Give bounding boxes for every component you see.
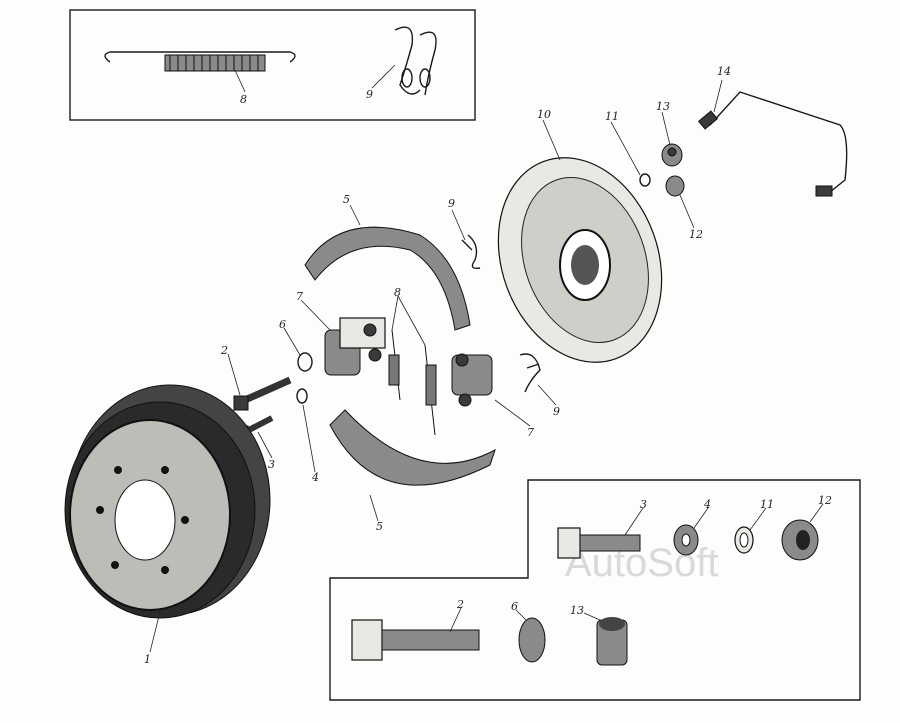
- wheel-cylinder-left-7: [324, 317, 386, 376]
- nut-13-top: [661, 143, 683, 167]
- label-washer-6: 6: [279, 318, 286, 331]
- label-detail-bolt-3: 3: [640, 498, 647, 511]
- leader-lines: [149, 64, 824, 653]
- washer-11: [639, 173, 651, 187]
- return-springs-8: [388, 329, 437, 436]
- detail-bolt-3: [557, 527, 641, 559]
- label-shoe-5-lower: 5: [376, 520, 383, 533]
- label-detail-nut-13: 13: [570, 604, 584, 617]
- brake-shoe-upper-5: [304, 226, 471, 331]
- bolt-2: [233, 376, 292, 411]
- label-detail-nut-12: 12: [818, 494, 832, 507]
- detail-bolt-2: [351, 619, 480, 661]
- inset-box-top: [69, 9, 476, 121]
- label-detail-washer-11: 11: [760, 498, 774, 511]
- spring-part-8: [104, 51, 296, 72]
- detail-washer-6: [518, 617, 546, 663]
- label-detail-washer-6: 6: [511, 600, 518, 613]
- clip-9-upper: [461, 234, 481, 270]
- label-nut-13: 13: [656, 100, 670, 113]
- label-backing-plate-10: 10: [537, 108, 551, 121]
- label-detail-bolt-2: 2: [456, 598, 464, 611]
- label-bolt-3: 3: [268, 458, 275, 471]
- detail-nut-13: [596, 617, 628, 666]
- wheel-cylinder-right-7: [451, 353, 493, 407]
- label-washer-4: 4: [311, 471, 319, 484]
- backing-plate-10: [497, 157, 663, 363]
- clip-part-9: [394, 26, 437, 96]
- detail-washer-11: [734, 526, 754, 554]
- washer-4: [296, 388, 308, 404]
- label-spring-8: 8: [240, 93, 247, 106]
- label-clip-9: 9: [366, 88, 373, 101]
- nut-12: [665, 175, 685, 197]
- label-clip-9-lower: 9: [553, 405, 560, 418]
- label-nut-12: 12: [689, 228, 703, 241]
- detail-washer-4: [673, 524, 699, 556]
- label-shoe-5-upper: 5: [343, 193, 350, 206]
- washer-6: [297, 352, 313, 372]
- label-washer-11: 11: [605, 110, 619, 123]
- inset-box-bottom: [329, 479, 861, 701]
- brake-pipe-14: [697, 91, 848, 197]
- label-bolt-2: 2: [220, 344, 228, 357]
- label-cylinder-7-left: 7: [296, 290, 303, 303]
- label-cylinder-7-right: 7: [527, 426, 534, 439]
- label-pipe-14: 14: [717, 65, 731, 78]
- brake-shoe-lower-5: [329, 409, 496, 486]
- label-drum-1: 1: [144, 653, 151, 666]
- clip-9-lower: [519, 353, 541, 393]
- label-detail-washer-4: 4: [703, 498, 711, 511]
- brake-drum-1: [64, 384, 271, 619]
- label-springs-8: 8: [394, 286, 401, 299]
- detail-nut-12: [781, 519, 819, 561]
- label-clip-9-upper: 9: [448, 197, 455, 210]
